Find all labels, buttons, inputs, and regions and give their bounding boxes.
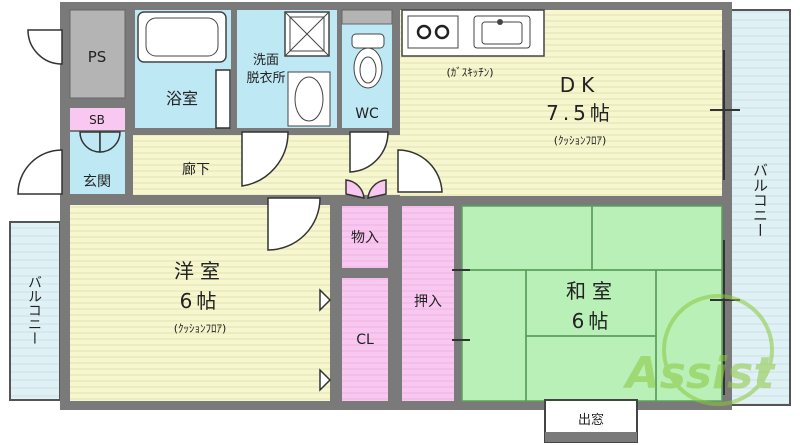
western-floor: (ｸｯｼｮﾝﾌﾛｱ) [174, 322, 227, 335]
sb-area [70, 108, 125, 130]
sb-label: SB [89, 113, 105, 127]
dk-name: DK [560, 73, 601, 97]
japanese-name: 和室 [566, 279, 618, 303]
balcony-left [9, 221, 61, 401]
tatami-room [461, 205, 723, 402]
oshiire-area [402, 206, 454, 401]
balcony-right-label: バルコニー [751, 163, 769, 238]
bath-label: 浴室 [166, 89, 198, 108]
washroom-label-1: 洗面 [253, 53, 279, 68]
dk-floor: (ｸｯｼｮﾝﾌﾛｱ) [554, 134, 607, 147]
entrance-label: 玄関 [83, 173, 111, 190]
watermark-text: Assist [623, 348, 777, 399]
western-size: 6帖 [180, 289, 221, 313]
closet-area [342, 278, 388, 401]
washbasin [287, 71, 331, 127]
assist-watermark: Assist [623, 294, 777, 406]
wc-label: WC [355, 106, 379, 122]
bathtub [137, 11, 227, 63]
kitchen-note: (ｶﾞｽｷｯﾁﾝ) [446, 66, 493, 79]
bay-window-label: 出窓 [578, 412, 604, 428]
closet-label: CL [356, 332, 374, 348]
toilet [341, 9, 393, 89]
balcony-left-label: バルコニー [26, 275, 42, 345]
storage-label: 物入 [351, 230, 379, 246]
balcony-right [729, 9, 791, 406]
oshiire-label: 押入 [414, 294, 442, 310]
dk-size: 7.5帖 [546, 101, 614, 125]
washer-space [284, 11, 330, 57]
hallway-label: 廊下 [182, 161, 210, 178]
western-name: 洋室 [174, 259, 226, 283]
kitchen-counter [401, 9, 545, 57]
ps-label: PS [88, 48, 107, 66]
doors [17, 29, 443, 392]
japanese-size: 6帖 [572, 309, 613, 333]
bay-window [544, 399, 638, 443]
ps-area [69, 9, 126, 99]
washroom-label-2: 脱衣所 [246, 70, 285, 86]
storage-area [342, 206, 388, 268]
